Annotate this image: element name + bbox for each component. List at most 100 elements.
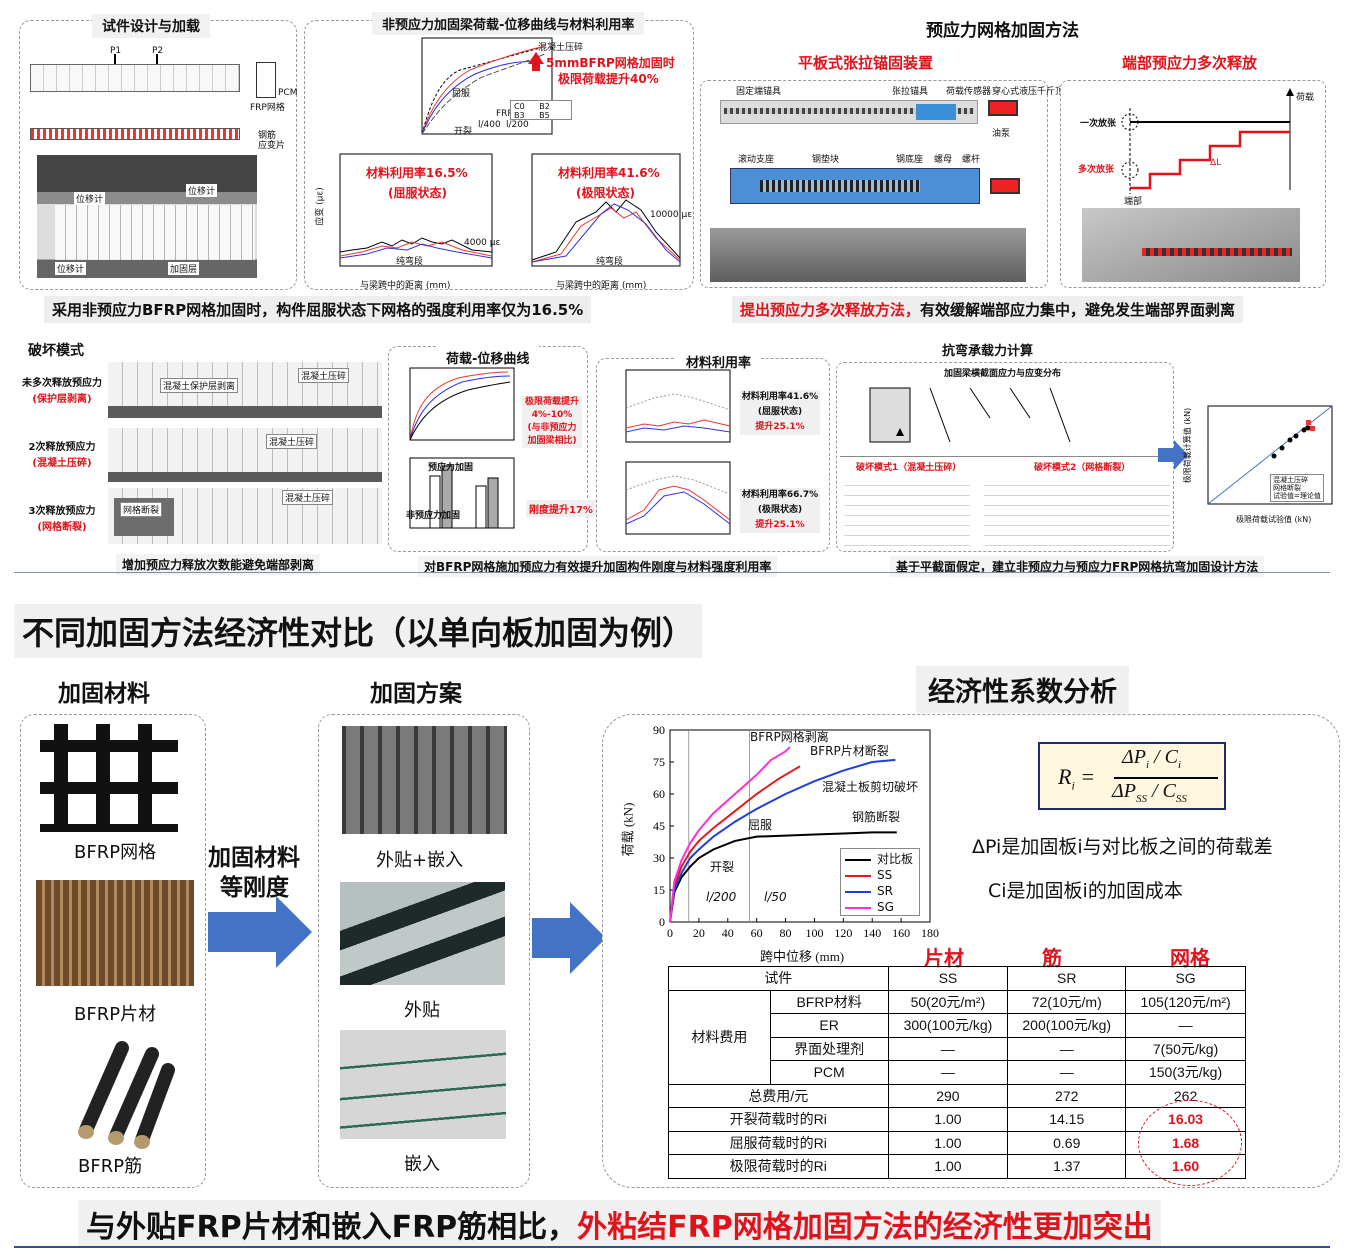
strain-ylabel-1: 应变 (με) (315, 187, 326, 226)
top-load-displacement-chart (421, 37, 553, 135)
cell: 262 (1125, 1083, 1246, 1108)
cell: 总费用/元 (668, 1083, 889, 1108)
legend-swatch (845, 906, 871, 909)
col-head-bar: 筋 (1042, 946, 1062, 970)
x-tick-label: 100 (805, 926, 823, 940)
mat2-c: 提升25.1% (755, 520, 805, 530)
y-tick-label: 0 (659, 915, 665, 929)
strain-4000: 4000 με (464, 238, 501, 248)
x-tick-label: 120 (834, 926, 852, 940)
pure-bending-1: 纯弯段 (396, 257, 424, 267)
release-title: 端部预应力多次释放 (1122, 54, 1258, 72)
legend-item: SR (845, 883, 915, 899)
util-yield: 材料利用率16.5% (366, 166, 468, 180)
pcm-label: PCM (278, 88, 298, 98)
cell: — (1125, 1013, 1246, 1038)
load-arrow-2 (156, 54, 158, 64)
formula-block-2 (984, 476, 1170, 546)
section-diagram (869, 387, 1071, 443)
legend-label: 对比板 (877, 852, 914, 866)
ann-grid-peel: BFRP网格剥离 (750, 730, 829, 744)
legend-b3: B3 (514, 111, 525, 120)
failure-tag-1: 混凝土保护层剥离 (160, 378, 239, 393)
specimen-title: 试件设计与加载 (92, 14, 210, 38)
pump-icon-2 (990, 178, 1020, 194)
failure-row-2-sub: (混凝土压碎) (32, 458, 92, 469)
caption-right: 提出预应力多次释放方法，有效缓解端部应力集中，避免发生端部界面剥离 (732, 296, 1244, 323)
ann-rebar-rupture: 钢筋断裂 (852, 810, 901, 824)
failure-row-3-text: 3次释放预应力 (28, 506, 96, 517)
mode1: 破坏模式1（混凝土压碎） (856, 463, 962, 473)
ld-ann-1: 极限荷载提升 (524, 397, 579, 407)
l200-label: l/200 (506, 120, 529, 130)
failure-row-1-sub: (保护层剥离) (32, 394, 92, 405)
disp-label-1: 位移计 (74, 192, 106, 205)
legend-label: SR (877, 884, 893, 898)
formula-block-1 (844, 476, 970, 546)
scatter-leg-3: 试验值=理论值 (1273, 492, 1321, 500)
caption-right-red: 提出预应力多次释放方法， (740, 301, 921, 319)
col-head-sheet: 片材 (924, 946, 964, 970)
scheme-label-1: 外贴+嵌入 (376, 850, 464, 871)
mid-ld-chart (409, 367, 515, 441)
y-tick-label: 90 (653, 723, 665, 737)
legend-item: 对比板 (845, 851, 915, 867)
failure-tag-4: 混凝土压碎 (282, 490, 334, 505)
mat2-a: 材料利用率66.7% (741, 490, 819, 500)
cell: 200(100元/kg) (1007, 1013, 1127, 1038)
ann-l50: l/50 (764, 890, 787, 904)
table-row: 总费用/元 290 272 262 (668, 1083, 1246, 1108)
mat-chart-2 (625, 461, 731, 535)
pump-icon (988, 100, 1018, 116)
failure-caption: 增加预应力释放次数能避免端部剥离 (116, 554, 321, 575)
l400-label: l/400 (478, 120, 501, 130)
strain-chart-yield (339, 153, 493, 267)
anchor-photo (710, 228, 1026, 282)
material-grid-label: BFRP网格 (74, 842, 157, 863)
failure-row-1-text: 未多次释放预应力 (22, 378, 102, 389)
failure-row-1-label: 未多次释放预应力 (保护层剥离) (18, 376, 106, 408)
strain-chart-ultimate (531, 153, 681, 267)
scatter-chart (1207, 405, 1333, 505)
table-row: PCM — — 150(3元/kg) (669, 1060, 1246, 1085)
mat-box-1: 材料利用率41.6% (屈服状态) 提升25.1% (740, 390, 820, 435)
failure-row-3-sub: (网格断裂) (37, 522, 87, 533)
x-tick-label: 60 (751, 926, 763, 940)
mat-box-2: 材料利用率66.7% (极限状态) 提升25.1% (740, 488, 820, 533)
cell: 开裂荷载时的Ri (668, 1107, 889, 1132)
yield-label: 屈服 (452, 89, 471, 99)
material-bar-label: BFRP筋 (78, 1156, 143, 1177)
series-line-对比板 (669, 831, 897, 923)
bfrp-bar-image (78, 1041, 175, 1149)
cell: ER (769, 1013, 889, 1038)
x-tick-label: 80 (780, 926, 792, 940)
bottom-title: 不同加固方法经济性对比（以单向板加固为例） (14, 604, 703, 658)
cell: 1.00 (887, 1107, 1009, 1132)
scatter-legend: 混凝土压碎 网格断裂 试验值=理论值 (1270, 474, 1324, 502)
y-tick-label: 30 (653, 851, 665, 865)
prestress-title: 预应力网格加固方法 (926, 21, 1079, 41)
jack-label: 穿心式液压千斤顶 (992, 87, 1065, 97)
failure-photo-2 (108, 428, 382, 482)
beam-plan (30, 128, 240, 140)
curve-ann-2: 极限荷载提升40% (558, 72, 659, 86)
ann-sheet-rupture: BFRP片材断裂 (810, 744, 889, 758)
cell: 290 (887, 1083, 1009, 1108)
cell: 极限荷载时的Ri (668, 1154, 889, 1179)
scatter-y: 极限荷载计算值 (kN) (1183, 407, 1193, 484)
xaxis-dist-1: 与梁跨中的距离 (mm) (360, 281, 451, 291)
failure-tag-5: 网格断裂 (120, 502, 163, 517)
calc-caption: 基于平截面假定，建立非预应力与预应力FRP网格抗弯加固设计方法 (890, 556, 1265, 577)
load-label: 荷载 (1296, 93, 1315, 103)
th-sr: SR (1007, 966, 1127, 991)
strain-10000: 10000 με (650, 210, 693, 220)
curve-ann-1: 5mmBFRP网格加固时 (546, 56, 675, 70)
ld-ann-4: 加固梁相比) (527, 436, 577, 446)
legend-item: SS (845, 867, 915, 883)
util-ult-state: (极限状态) (576, 186, 635, 200)
mid-caption: 对BFRP网格施加预应力有效提升加固构件刚度与材料强度利用率 (418, 556, 778, 577)
series-line-SR (669, 758, 896, 923)
anchor-block-1 (916, 104, 956, 120)
formula-desc-1: ΔPi是加固板i与对比板之间的荷载差 (972, 836, 1273, 858)
table-row: 界面处理剂 — — 7(50元/kg) (669, 1036, 1246, 1061)
